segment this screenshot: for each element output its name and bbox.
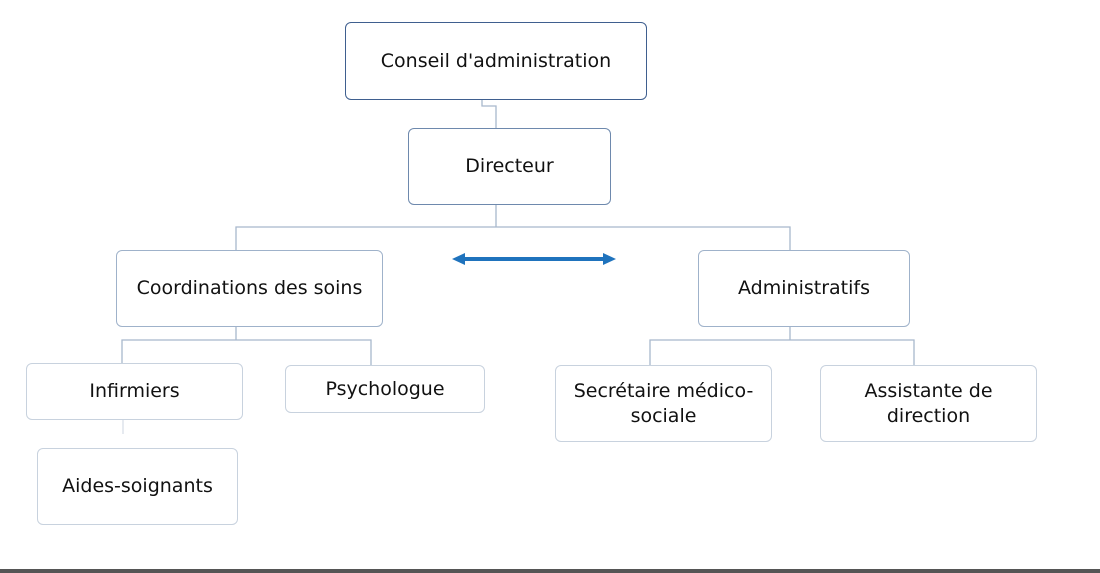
psychologist-label: Psychologue: [325, 377, 445, 400]
bottom-divider: [0, 569, 1100, 573]
executive-assistant-label: Assistante de direction: [864, 379, 993, 427]
executive-assistant-node: Assistante de direction: [820, 365, 1037, 442]
director-label: Directeur: [465, 155, 554, 178]
administrative-label: Administratifs: [738, 277, 870, 300]
connector-board-director: [481, 100, 497, 128]
board-label: Conseil d'administration: [380, 49, 612, 72]
nurses-label: Infirmiers: [89, 380, 180, 403]
director-node: Directeur: [408, 128, 611, 205]
medical-social-secretary-label: Secrétaire médico- sociale: [573, 379, 754, 427]
administrative-node: Administratifs: [698, 250, 910, 327]
connector-director-bar: [235, 226, 791, 250]
double-arrow-icon: [452, 253, 616, 265]
care-aides-node: Aides-soignants: [37, 448, 238, 525]
care-coordination-node: Coordinations des soins: [116, 250, 383, 327]
care-coordination-label: Coordinations des soins: [136, 277, 363, 300]
medical-social-secretary-node: Secrétaire médico- sociale: [555, 365, 772, 442]
care-aides-label: Aides-soignants: [62, 475, 213, 498]
board-node: Conseil d'administration: [345, 22, 647, 100]
psychologist-node: Psychologue: [285, 365, 485, 413]
nurses-node: Infirmiers: [26, 363, 243, 420]
connector-coordination-bar: [121, 339, 372, 365]
connector-administrative-bar: [649, 339, 915, 365]
